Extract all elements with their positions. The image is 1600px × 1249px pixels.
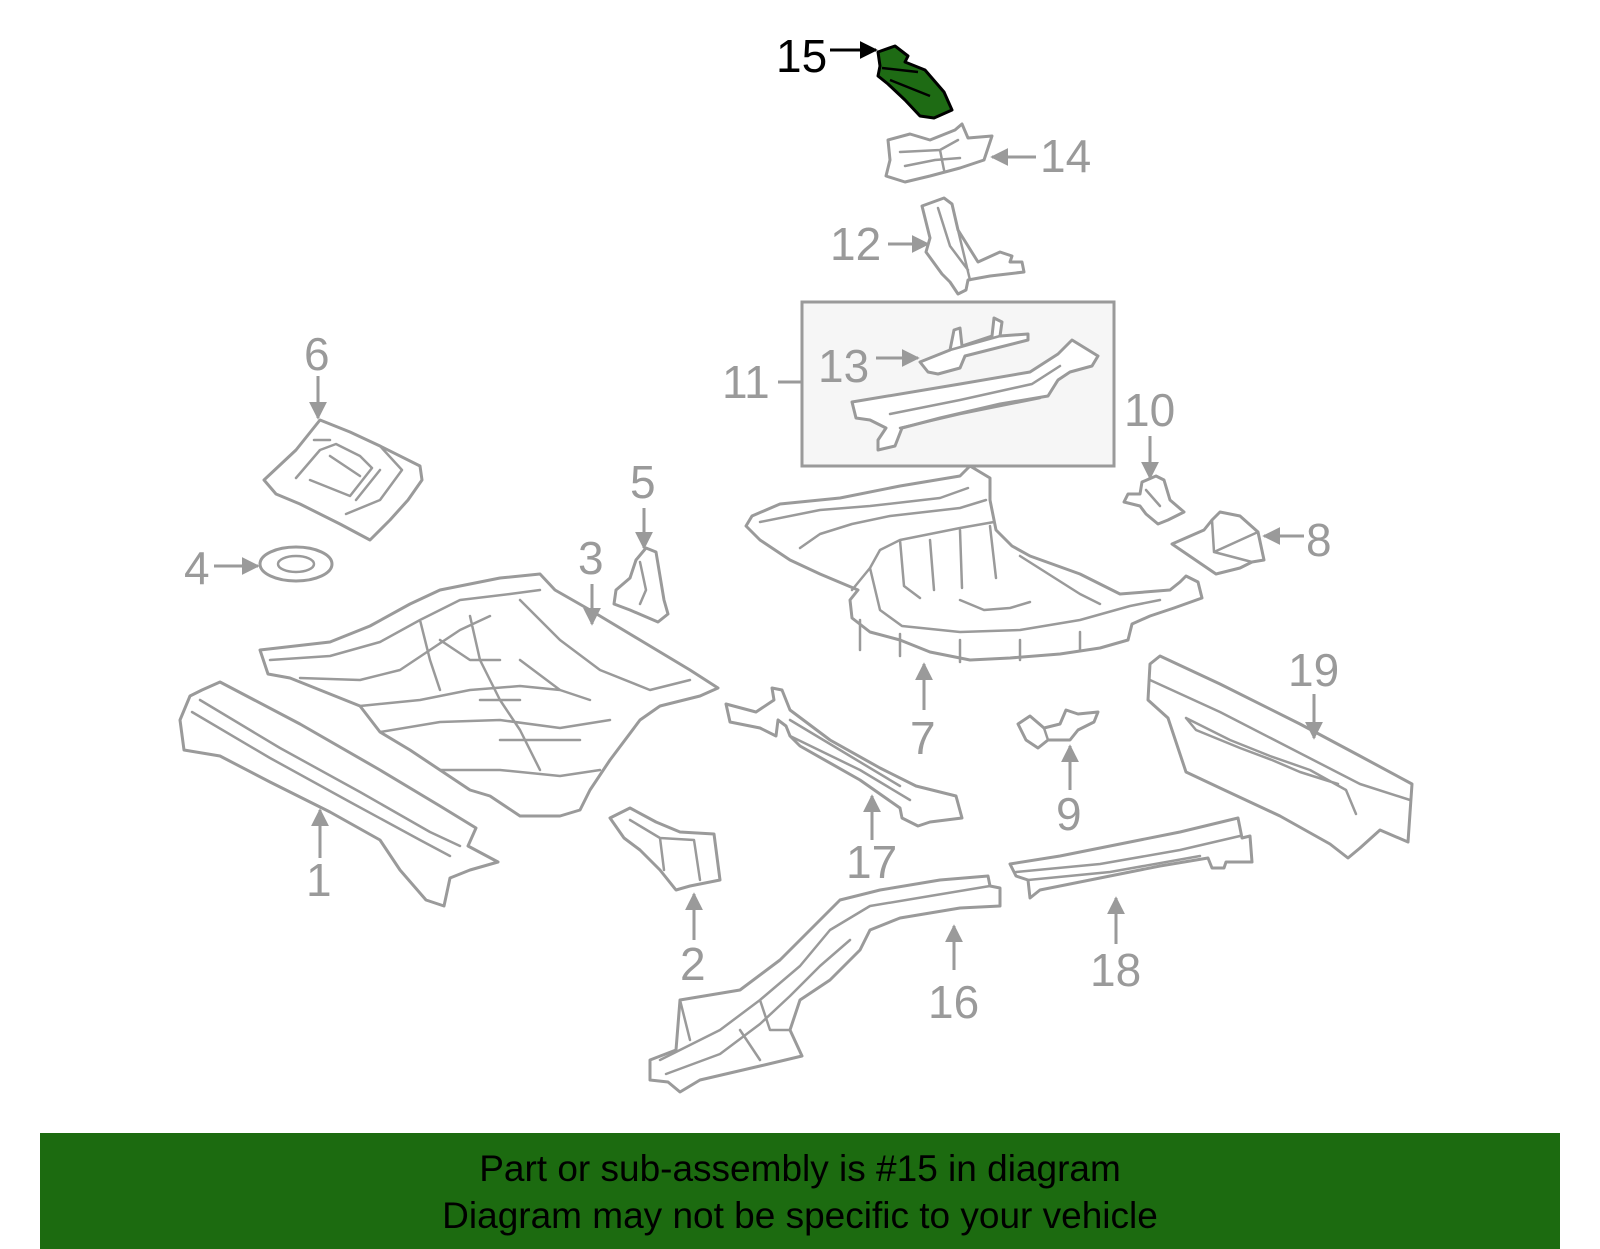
banner-line-1: Part or sub-assembly is #15 in diagram bbox=[479, 1148, 1121, 1189]
part-7[interactable] bbox=[744, 464, 1204, 664]
svg-text:19: 19 bbox=[1288, 644, 1339, 696]
svg-text:16: 16 bbox=[928, 976, 979, 1028]
svg-text:3: 3 bbox=[578, 532, 604, 584]
callout-17[interactable]: 17 bbox=[846, 794, 897, 888]
part-12[interactable] bbox=[920, 196, 1026, 296]
svg-text:10: 10 bbox=[1124, 384, 1175, 436]
svg-text:1: 1 bbox=[306, 854, 332, 906]
banner-line-2: Diagram may not be specific to your vehi… bbox=[442, 1195, 1158, 1236]
svg-text:7: 7 bbox=[910, 712, 936, 764]
part-19[interactable] bbox=[1146, 654, 1414, 860]
svg-text:2: 2 bbox=[680, 938, 706, 990]
part-9[interactable] bbox=[1016, 708, 1100, 750]
part-13[interactable] bbox=[918, 316, 1030, 376]
svg-text:6: 6 bbox=[304, 328, 330, 380]
callout-1[interactable]: 1 bbox=[306, 808, 332, 906]
part-3[interactable] bbox=[258, 572, 720, 818]
part-1[interactable] bbox=[178, 680, 500, 908]
parts-diagram: 15 14 12 13 11 10 8 6 4 5 3 7 bbox=[178, 30, 1414, 1094]
callout-11[interactable]: 11 bbox=[722, 356, 802, 408]
callout-9[interactable]: 9 bbox=[1056, 744, 1082, 840]
callout-8[interactable]: 8 bbox=[1262, 514, 1332, 566]
callout-7[interactable]: 7 bbox=[910, 662, 936, 764]
part-2[interactable] bbox=[608, 806, 722, 892]
svg-text:15: 15 bbox=[776, 30, 827, 82]
callout-18[interactable]: 18 bbox=[1090, 896, 1141, 996]
svg-text:13: 13 bbox=[818, 340, 869, 392]
info-banner: Part or sub-assembly is #15 in diagram D… bbox=[40, 1133, 1560, 1249]
callout-15[interactable]: 15 bbox=[776, 30, 878, 82]
callout-14[interactable]: 14 bbox=[990, 130, 1091, 182]
svg-text:18: 18 bbox=[1090, 944, 1141, 996]
callout-13[interactable]: 13 bbox=[818, 340, 920, 392]
callout-2[interactable]: 2 bbox=[680, 892, 706, 990]
part-8[interactable] bbox=[1170, 510, 1266, 576]
callout-3[interactable]: 3 bbox=[578, 532, 604, 626]
part-14[interactable] bbox=[884, 122, 994, 184]
part-11-rail[interactable] bbox=[850, 338, 1100, 452]
part-5[interactable] bbox=[612, 546, 670, 624]
part-6[interactable] bbox=[262, 418, 424, 542]
part-16[interactable] bbox=[648, 874, 1002, 1094]
callout-12[interactable]: 12 bbox=[830, 218, 930, 270]
callout-19[interactable]: 19 bbox=[1288, 644, 1339, 740]
svg-text:17: 17 bbox=[846, 836, 897, 888]
part-10[interactable] bbox=[1122, 474, 1186, 526]
svg-text:11: 11 bbox=[722, 356, 770, 408]
part-18[interactable] bbox=[1008, 816, 1254, 900]
svg-text:12: 12 bbox=[830, 218, 881, 270]
callout-5[interactable]: 5 bbox=[630, 456, 656, 550]
part-17[interactable] bbox=[724, 686, 964, 828]
callout-10[interactable]: 10 bbox=[1124, 384, 1175, 480]
svg-text:14: 14 bbox=[1040, 130, 1091, 182]
part-4[interactable] bbox=[258, 545, 334, 583]
callout-6[interactable]: 6 bbox=[304, 328, 330, 420]
callout-4[interactable]: 4 bbox=[184, 542, 260, 594]
svg-text:4: 4 bbox=[184, 542, 210, 594]
part-15-highlighted[interactable] bbox=[876, 44, 954, 120]
svg-text:5: 5 bbox=[630, 456, 656, 508]
callout-16[interactable]: 16 bbox=[928, 924, 979, 1028]
svg-text:8: 8 bbox=[1306, 514, 1332, 566]
svg-text:9: 9 bbox=[1056, 788, 1082, 840]
